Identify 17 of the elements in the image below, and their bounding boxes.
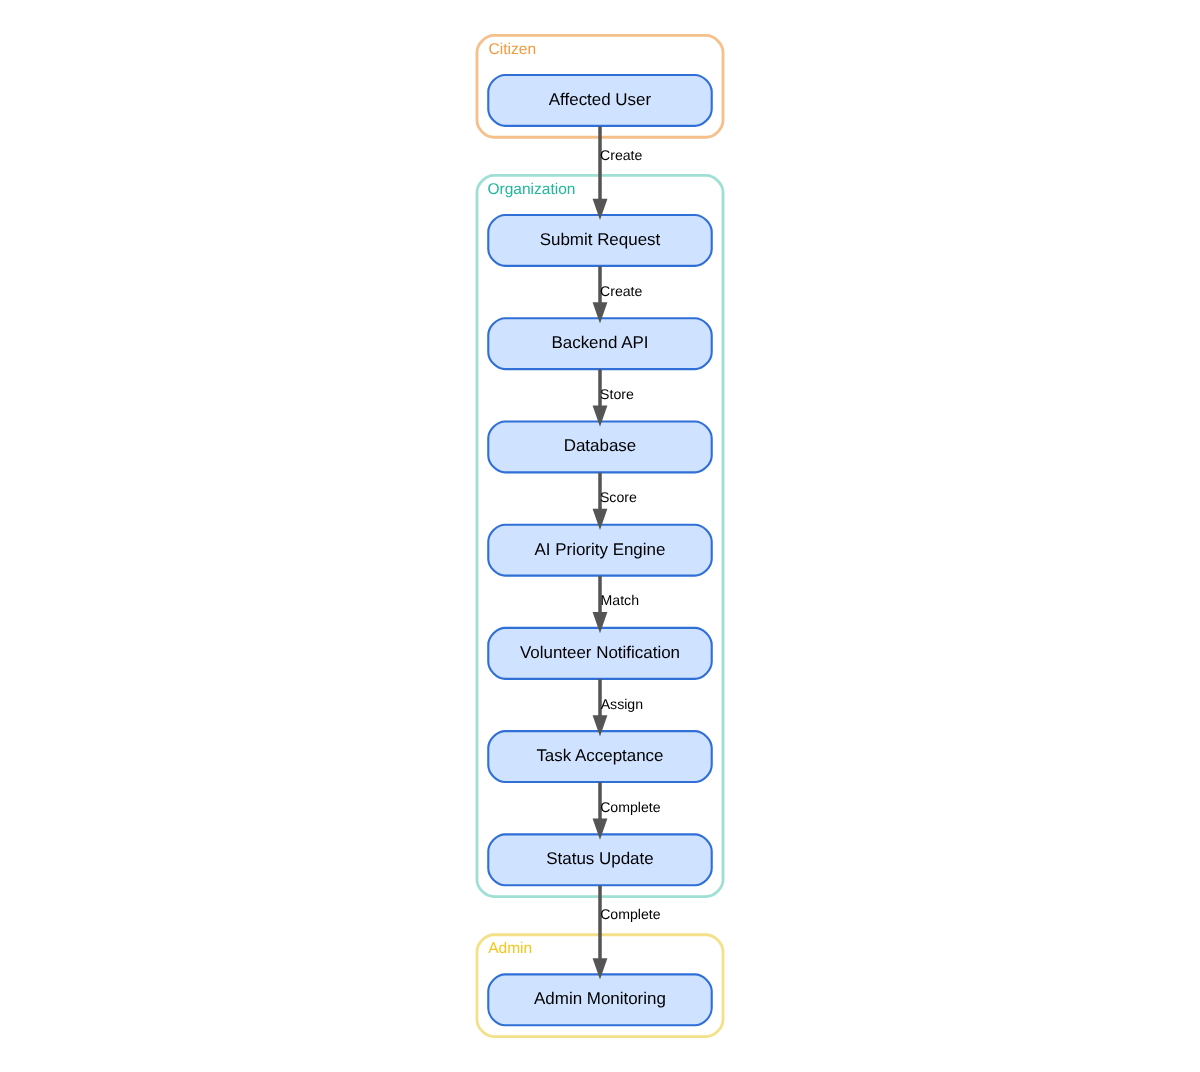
arrow <box>592 575 608 634</box>
node-box: Affected User <box>487 73 713 127</box>
node-box: Backend API <box>487 317 713 371</box>
node-box: Admin Monitoring <box>487 973 713 1027</box>
node-box: Task Acceptance <box>487 730 713 784</box>
arrow <box>592 369 608 427</box>
arrow <box>592 126 608 221</box>
arrow <box>592 679 608 737</box>
arrow <box>592 266 608 324</box>
node-box: Database <box>487 420 713 474</box>
arrow <box>592 885 608 980</box>
node-box: Submit Request <box>487 213 713 267</box>
node-box: Volunteer Notification <box>487 626 713 680</box>
node-box: AI Priority Engine <box>487 523 713 577</box>
arrow <box>592 782 608 840</box>
node-box: Status Update <box>487 833 713 887</box>
arrow <box>592 472 608 530</box>
